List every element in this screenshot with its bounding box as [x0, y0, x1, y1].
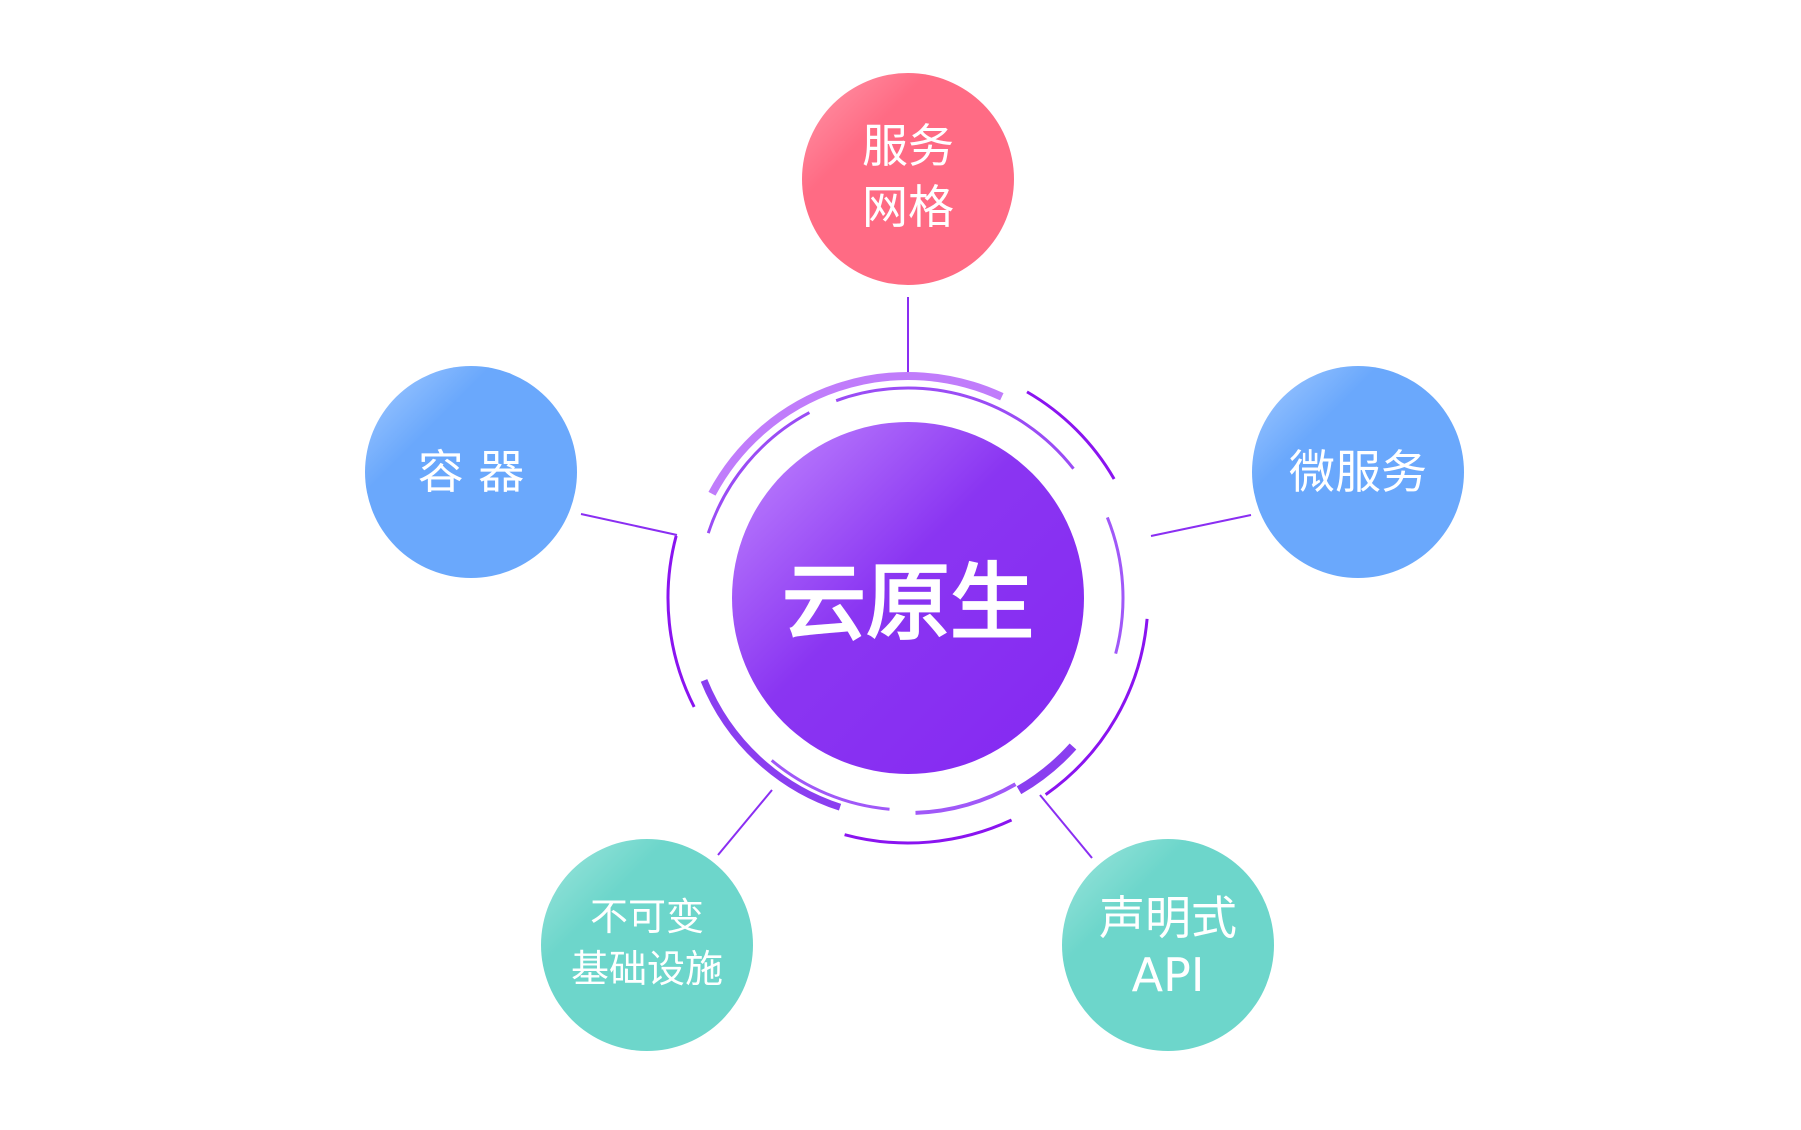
- center-node: 云原生: [732, 422, 1084, 774]
- connector-containers: [580, 513, 678, 536]
- node-service-mesh: 服务 网格: [802, 73, 1014, 285]
- node-microservices: 微服务: [1252, 366, 1464, 578]
- node-containers: 容 器: [365, 366, 577, 578]
- ring-arc: [1016, 743, 1077, 795]
- node-circle: [365, 366, 577, 578]
- center-label: 云原生: [782, 554, 1034, 652]
- node-label: 微服务: [1289, 445, 1427, 499]
- node-circle: [1062, 839, 1274, 1051]
- node-declarative-api: 声明式 API: [1062, 839, 1274, 1051]
- connector-microservices: [1150, 514, 1252, 537]
- connector-lines: [580, 297, 1252, 859]
- decorative-rings: [666, 372, 1149, 845]
- node-label: API: [1132, 948, 1205, 1002]
- ring-arc: [666, 535, 696, 708]
- ring-arc: [835, 386, 1075, 470]
- connector-declarative-api: [1039, 794, 1093, 859]
- ring-arc: [915, 782, 1017, 815]
- ring-arc: [770, 759, 890, 811]
- node-circle: [541, 839, 753, 1051]
- node-label: 声明式: [1099, 891, 1237, 945]
- ring-arc: [1026, 390, 1116, 480]
- node-circle: [802, 73, 1014, 285]
- ring-arc: [844, 818, 1013, 845]
- node-label: 基础设施: [571, 947, 723, 991]
- node-label: 不可变: [590, 895, 704, 939]
- node-circle: [1252, 366, 1464, 578]
- node-immutable-infra: 不可变 基础设施: [541, 839, 753, 1051]
- node-label: 网格: [862, 180, 954, 234]
- node-label: 服务: [862, 119, 954, 173]
- ring-arc: [706, 411, 811, 534]
- ring-arc: [708, 372, 1004, 496]
- ring-arc: [1044, 618, 1149, 796]
- connector-immutable-infra: [717, 789, 773, 856]
- ring-arc: [700, 679, 842, 811]
- node-label: 容 器: [418, 445, 525, 499]
- ring-arc: [1105, 516, 1125, 655]
- center-circle: [732, 422, 1084, 774]
